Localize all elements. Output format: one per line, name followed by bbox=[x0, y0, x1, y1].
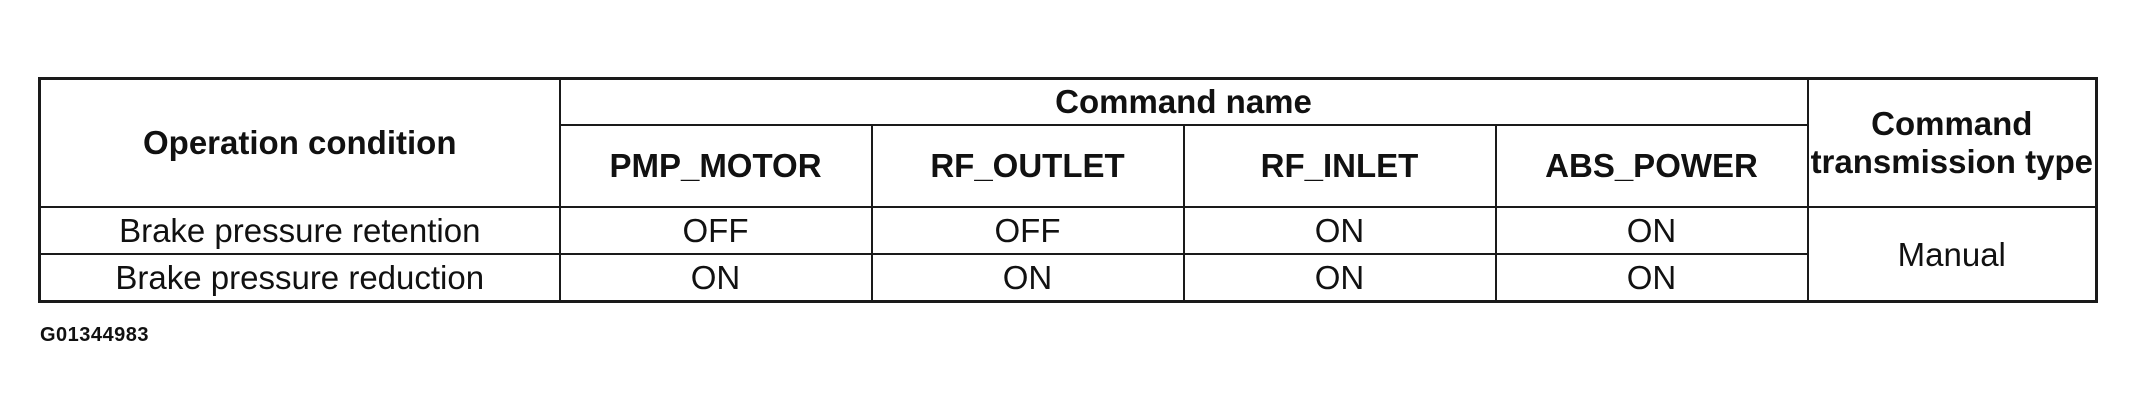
command-table: Operation condition Command name Command… bbox=[38, 77, 2099, 303]
header-row-1: Operation condition Command name Command… bbox=[38, 77, 2098, 208]
value-cell: OFF bbox=[558, 206, 873, 255]
header-row-2: PMP_MOTOR RF_OUTLET RF_INLET ABS_POWER bbox=[40, 124, 2097, 208]
column-header-pmp-motor: PMP_MOTOR bbox=[558, 124, 873, 208]
command-transmission-type-header: Command transmission type bbox=[1806, 77, 2098, 208]
command-name-header: Command name bbox=[558, 77, 1809, 126]
operation-condition-header: Operation condition bbox=[38, 77, 561, 208]
column-header-rf-outlet: RF_OUTLET bbox=[870, 124, 1185, 208]
value-cell: ON bbox=[558, 253, 873, 303]
column-header-abs-power: ABS_POWER bbox=[1494, 124, 1809, 208]
table-row: Brake pressure reduction ON ON ON ON bbox=[38, 253, 2097, 303]
value-cell: OFF bbox=[870, 206, 1185, 255]
row-condition-cell: Brake pressure reduction bbox=[38, 253, 561, 303]
row-condition-cell: Brake pressure retention bbox=[38, 206, 561, 255]
value-cell: ON bbox=[870, 253, 1185, 303]
value-cell: ON bbox=[1182, 253, 1497, 303]
transmission-type-cell: Manual bbox=[1806, 206, 2098, 303]
column-header-rf-inlet: RF_INLET bbox=[1182, 124, 1497, 208]
value-cell: ON bbox=[1494, 253, 1809, 303]
value-cell: ON bbox=[1182, 206, 1497, 255]
table-row: Brake pressure retention OFF OFF ON ON M… bbox=[38, 206, 2098, 303]
command-table-container: Operation condition Command name Command… bbox=[38, 77, 2099, 303]
figure-id-label: G01344983 bbox=[40, 324, 150, 346]
value-cell: ON bbox=[1494, 206, 1809, 255]
